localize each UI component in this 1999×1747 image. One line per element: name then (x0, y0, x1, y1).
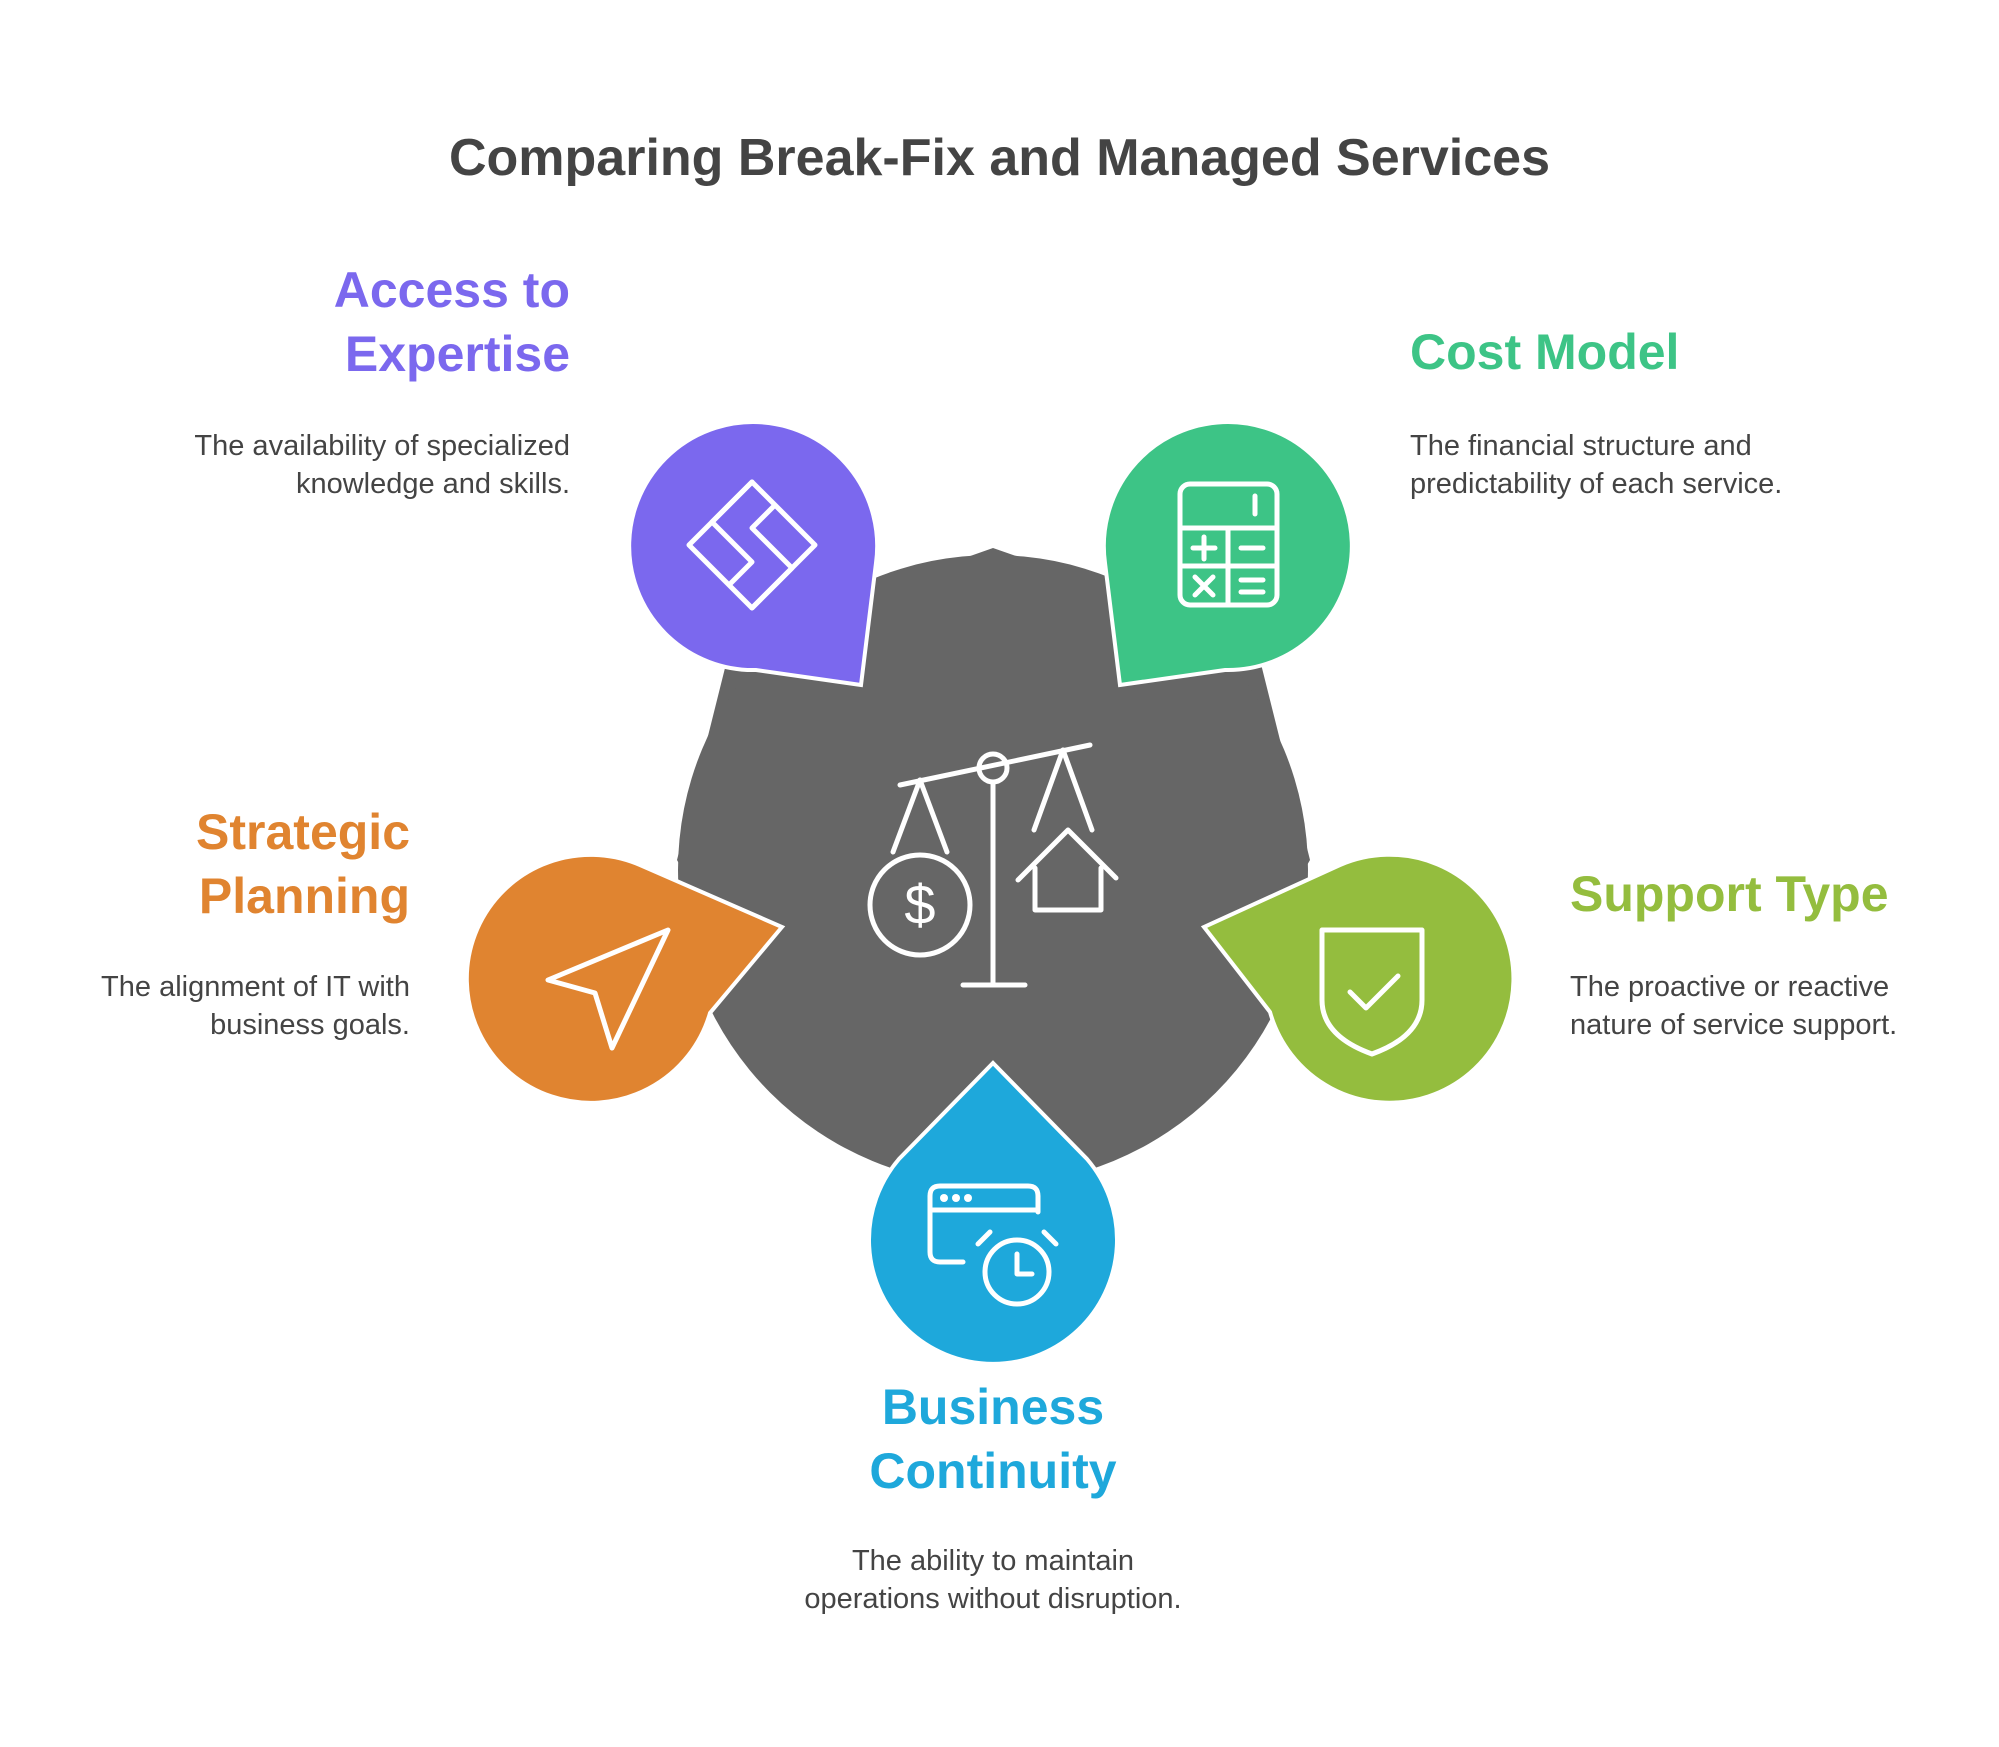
access-label: Access to Expertise (230, 258, 570, 386)
business-description: The ability to maintain operations witho… (743, 1542, 1243, 1618)
cost-label-line1: Cost Model (1410, 324, 1680, 380)
business-desc-line2: operations without disruption. (804, 1583, 1182, 1615)
petal-support[interactable] (1200, 852, 1516, 1105)
strategic-label-line1: Strategic (196, 804, 410, 860)
access-desc-line2: knowledge and skills. (295, 468, 570, 500)
diamond-puzzle-icon (686, 479, 818, 611)
support-description: The proactive or reactive nature of serv… (1570, 968, 1970, 1044)
strategic-desc-line2: business goals. (210, 1009, 410, 1041)
dollar-sign-icon: $ (904, 873, 935, 936)
strategic-label-line2: Planning (198, 868, 410, 924)
navigation-arrow-icon (545, 927, 671, 1051)
cost-label: Cost Model (1410, 320, 1810, 384)
access-label-line2: Expertise (344, 326, 570, 382)
strategic-description: The alignment of IT with business goals. (40, 968, 410, 1044)
business-desc-line1: The ability to maintain (851, 1545, 1135, 1577)
support-label: Support Type (1570, 862, 1970, 926)
business-label-line1: Business (881, 1379, 1105, 1435)
cost-desc-line1: The financial structure and (1410, 430, 1752, 462)
petal-access[interactable] (627, 420, 880, 688)
balance-scale-icon (867, 742, 1119, 988)
shield-check-icon (1319, 927, 1425, 1057)
access-label-line1: Access to (333, 262, 570, 318)
business-label-line2: Continuity (869, 1443, 1117, 1499)
access-desc-line1: The availability of specialized (194, 430, 570, 462)
browser-clock-icon (927, 1183, 1059, 1307)
support-label-line1: Support Type (1570, 866, 1889, 922)
support-desc-line1: The proactive or reactive (1570, 971, 1890, 1003)
business-label: Business Continuity (743, 1375, 1243, 1503)
access-description: The availability of specialized knowledg… (100, 427, 570, 503)
support-desc-line2: nature of service support. (1570, 1009, 1898, 1041)
petal-business[interactable] (867, 1060, 1119, 1366)
petal-strategic[interactable] (464, 852, 786, 1105)
cost-desc-line2: predictability of each service. (1410, 468, 1783, 500)
cost-description: The financial structure and predictabili… (1410, 427, 1890, 503)
calculator-icon (1177, 481, 1280, 608)
page-title: Comparing Break-Fix and Managed Services (448, 129, 1550, 187)
strategic-label: Strategic Planning (110, 800, 410, 928)
strategic-desc-line1: The alignment of IT with (101, 971, 410, 1003)
